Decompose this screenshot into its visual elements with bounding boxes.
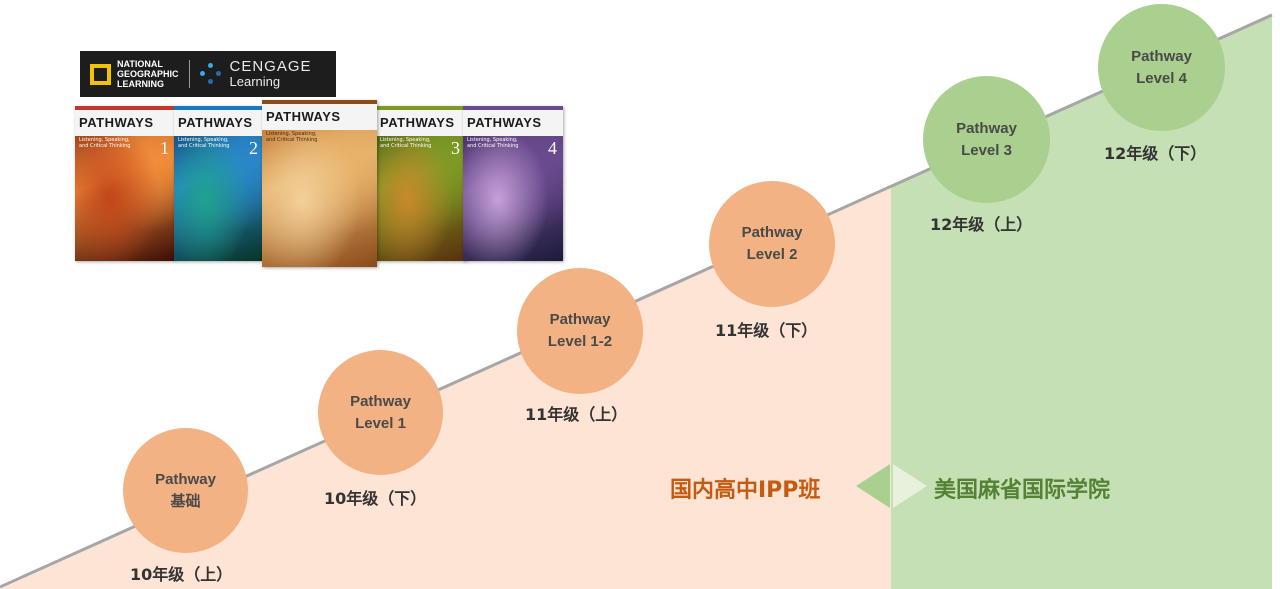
level-circle-1-2: Pathway Level 1-2 (517, 268, 643, 394)
book-cover-4: PATHWAYS Listening, Speaking, and Critic… (463, 106, 563, 261)
level-name: Pathway (741, 224, 803, 241)
level-number: Level 2 (746, 246, 798, 263)
book-subtitle: Listening, Speaking, and Critical Thinki… (266, 131, 318, 143)
level-circle-4: Pathway Level 4 (1098, 4, 1225, 131)
cengage-logo-top: CENGAGE (229, 58, 312, 75)
level-number: Level 4 (1136, 69, 1187, 87)
book-subtitle: Listening, Speaking, and Critical Thinki… (467, 137, 519, 149)
book-subtitle: Listening, Speaking, and Critical Thinki… (380, 137, 432, 149)
book-cover-3: PATHWAYS Listening, Speaking, and Critic… (376, 106, 466, 261)
book-subtitle: Listening, Speaking, and Critical Thinki… (178, 137, 230, 149)
level-number: Level 3 (961, 141, 1012, 159)
grade-label: 12年级（下） (1104, 144, 1207, 163)
cengage-dots-icon (199, 63, 222, 85)
book-title: PATHWAYS (380, 115, 455, 130)
level-number: Level 1-2 (547, 333, 613, 350)
level-circle-2: Pathway Level 2 (709, 181, 835, 307)
level-name: Pathway (549, 311, 611, 328)
international-program-label: 美国麻省国际学院 (934, 478, 1111, 503)
book-cover-foundations: PATHWAYS Listening, Speaking, and Critic… (262, 100, 377, 267)
level-circle-3: Pathway Level 3 (923, 76, 1050, 203)
book-number: 4 (548, 138, 557, 158)
grade-label: 10年级（上） (130, 565, 233, 584)
book-title: PATHWAYS (178, 115, 253, 130)
book-subtitle: Listening, Speaking, and Critical Thinki… (79, 137, 131, 149)
book-cover-1: PATHWAYS Listening, Speaking, and Critic… (75, 106, 175, 261)
cengage-logo-text: CENGAGE Learning (230, 59, 312, 89)
level-name: Pathway (1131, 47, 1192, 65)
book-cover-2: PATHWAYS Listening, Speaking, and Critic… (174, 106, 264, 261)
book-number: 1 (160, 138, 169, 158)
level-number: Level 1 (355, 414, 406, 432)
level-circle-foundation: Pathway 基础 (123, 428, 248, 553)
level-circle-1: Pathway Level 1 (318, 350, 443, 475)
arrow-right-icon (893, 464, 927, 508)
natgeo-frame-icon (90, 63, 111, 85)
book-title: PATHWAYS (467, 115, 542, 130)
cengage-logo-bottom: Learning (229, 74, 281, 89)
level-name: Pathway (956, 119, 1017, 137)
grade-label: 11年级（下） (715, 321, 818, 340)
publisher-logo-bar: NATIONAL GEOGRAPHIC LEARNING CENGAGE Lea… (80, 51, 336, 97)
book-number: 3 (451, 138, 460, 158)
level-name: Pathway (155, 470, 216, 488)
level-name: Pathway (350, 392, 411, 410)
grade-label: 12年级（上） (930, 215, 1033, 234)
natgeo-logo-text: NATIONAL GEOGRAPHIC LEARNING (117, 59, 179, 89)
grade-label: 11年级（上） (525, 405, 628, 424)
logo-divider (188, 60, 190, 88)
book-number: 2 (249, 138, 258, 158)
grade-label: 10年级（下） (324, 489, 427, 508)
book-title: PATHWAYS (266, 109, 341, 124)
book-title: PATHWAYS (79, 115, 154, 130)
arrow-left-icon (856, 464, 890, 508)
domestic-program-label: 国内高中IPP班 (670, 478, 821, 503)
level-number: 基础 (170, 492, 201, 510)
